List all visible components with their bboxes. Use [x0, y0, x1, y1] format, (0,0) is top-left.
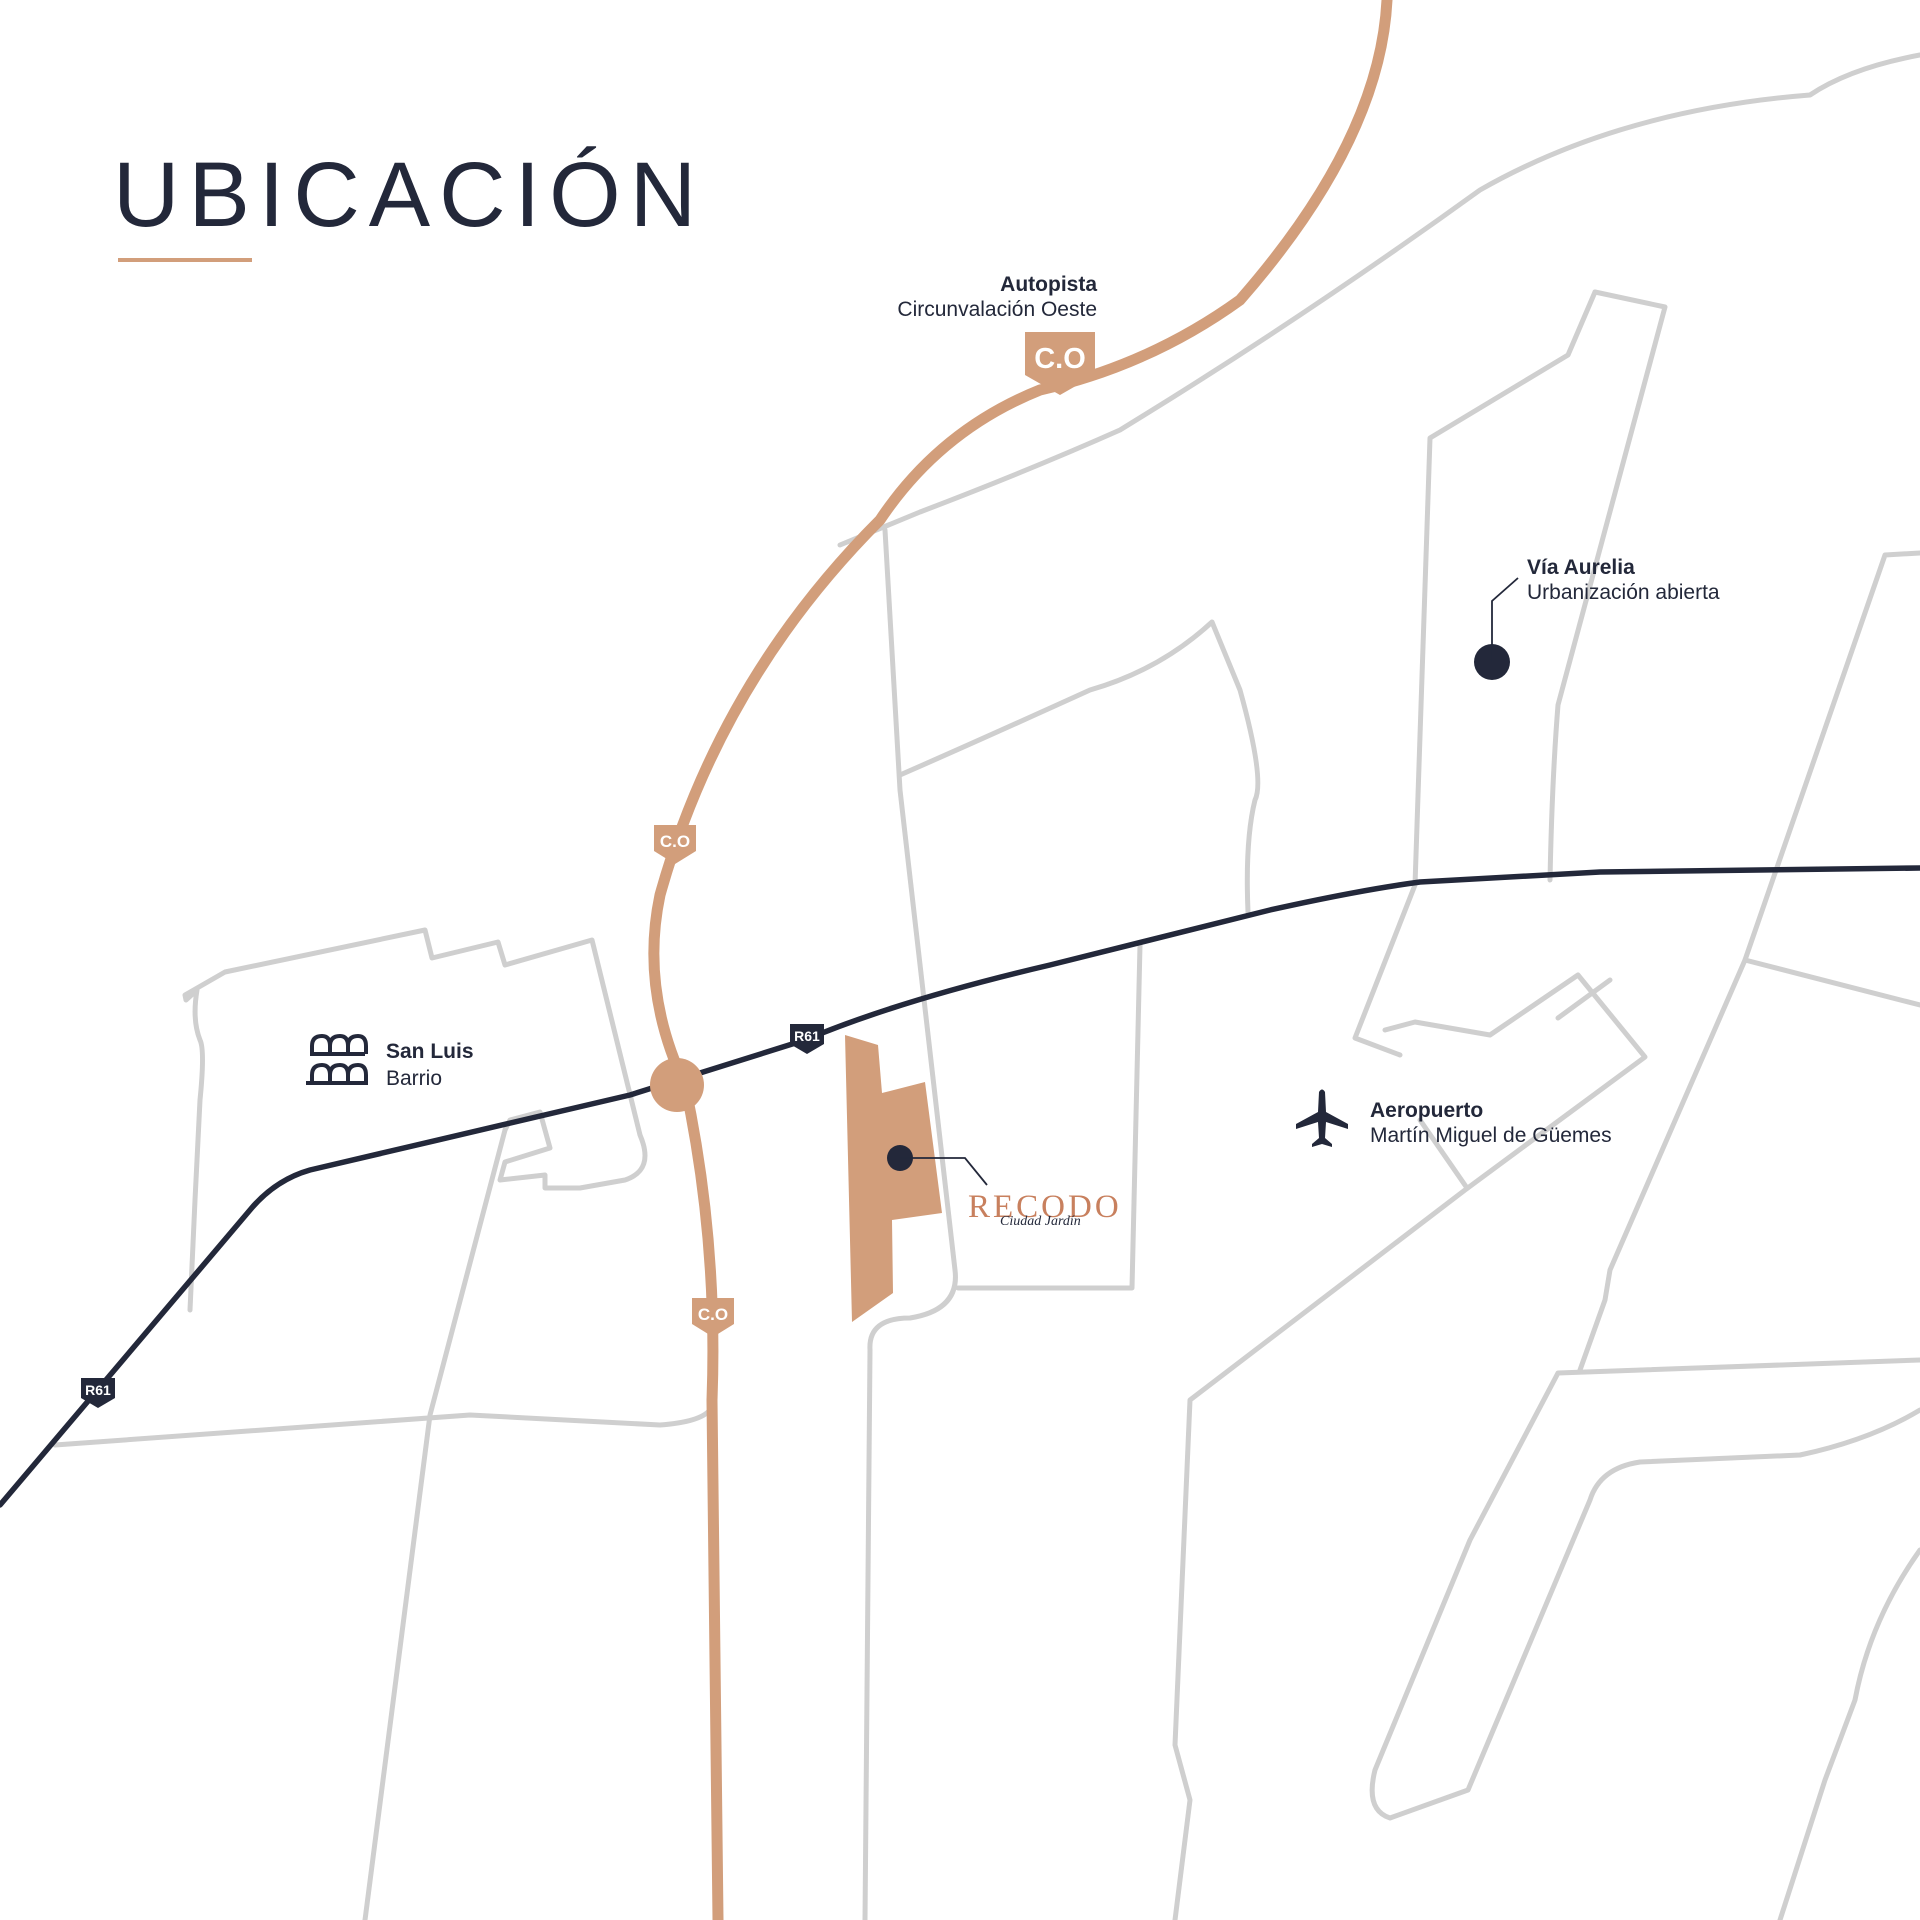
street-north-left: [1352, 289, 1598, 1058]
street-southeast: [1369, 1357, 1920, 1821]
street-east-link: [1742, 957, 1920, 1008]
highway-name-label: Autopista: [1000, 273, 1097, 296]
route-shield-east-text: R61: [794, 1028, 820, 1044]
recodo-lot: [845, 1035, 942, 1322]
highway-shield-south: C.O: [692, 1298, 734, 1337]
san-luis-name-label: San Luis: [386, 1040, 474, 1063]
street-west-south-vertical: [362, 1127, 508, 1920]
route-shield-east: R61: [790, 1024, 824, 1054]
highway-subtitle-label: Circunvalación Oeste: [897, 298, 1097, 321]
aeropuerto-name-label: Aeropuerto: [1370, 1099, 1483, 1122]
highway-shield-north-text: C.O: [660, 832, 690, 851]
street-north-vertical: [1547, 289, 1668, 883]
airplane-icon: [1296, 1089, 1348, 1147]
via-aurelia-name-label: Vía Aurelia: [1527, 556, 1635, 579]
via-aurelia-leader-line: [1491, 577, 1519, 662]
route-shield-west-text: R61: [85, 1382, 111, 1398]
via-aurelia-subtitle-label: Urbanización abierta: [1527, 581, 1720, 604]
route-shield-west: R61: [81, 1378, 115, 1408]
street-airport: [1172, 972, 1648, 1920]
title-underline: [118, 258, 252, 262]
street-airport-south: [1417, 1117, 1470, 1191]
recodo-leader-line: [900, 1157, 988, 1186]
street-san-luis-outline: [182, 927, 648, 1313]
page-title: UBICACIÓN: [113, 144, 705, 246]
street-recodo-block: [955, 942, 1143, 1291]
roundabout: [650, 1058, 704, 1112]
street-southwest-horizontal: [52, 1407, 713, 1448]
houses-icon: [306, 1033, 368, 1085]
aeropuerto-subtitle-label: Martín Miguel de Güemes: [1370, 1124, 1612, 1147]
street-network: [52, 52, 1920, 1920]
street-northeast-curve: [837, 52, 1920, 548]
highway-shield-south-text: C.O: [698, 1305, 728, 1324]
street-central-vertical: [862, 527, 958, 1920]
highway-shield-large: C.O: [1025, 332, 1095, 395]
recodo-tagline: Ciudad Jardín: [1000, 1214, 1081, 1229]
street-far-southeast: [1777, 1547, 1920, 1920]
street-airport-spur: [1555, 977, 1613, 1021]
street-east-diagonal: [1577, 550, 1920, 1373]
san-luis-subtitle-label: Barrio: [386, 1067, 442, 1090]
recodo-wordmark: RECODO: [968, 1189, 1122, 1225]
route-r61: [0, 865, 1920, 1508]
highway-shield-north: C.O: [654, 825, 696, 864]
street-central-block: [897, 619, 1261, 915]
highway-shield-large-text: C.O: [1034, 343, 1086, 375]
